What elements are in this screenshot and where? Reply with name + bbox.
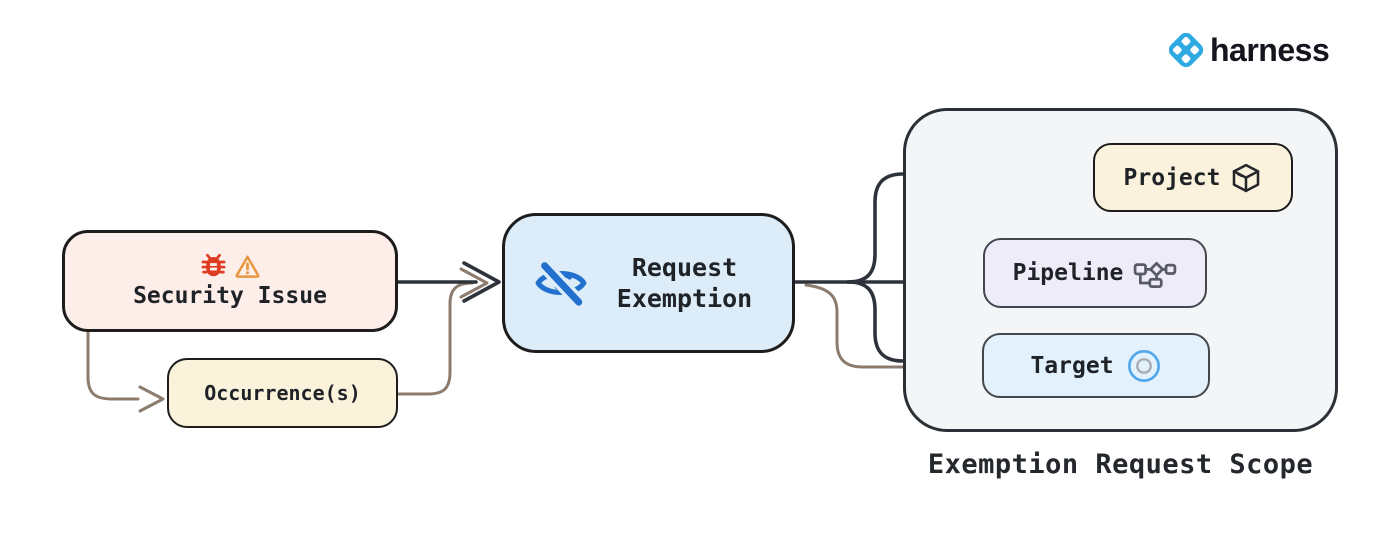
security-issue-label: Security Issue — [133, 283, 327, 309]
bug-icon — [200, 253, 227, 280]
harness-wordmark: harness — [1210, 31, 1330, 68]
eye-off-icon — [533, 255, 589, 311]
pipeline-label: Pipeline — [1012, 260, 1124, 286]
security-issue-icons — [200, 253, 261, 280]
workflow-icon — [1133, 258, 1177, 288]
node-project: Project — [1093, 143, 1293, 212]
project-label: Project — [1123, 164, 1221, 191]
target-icon — [1126, 348, 1162, 384]
harness-logo: harness — [1166, 30, 1330, 70]
node-pipeline: Pipeline — [983, 238, 1207, 308]
node-security-issue: Security Issue — [62, 230, 398, 332]
scope-label: Exemption Request Scope — [927, 449, 1314, 480]
edge-security-to-occurrences — [86, 331, 165, 413]
edge-security-to-request — [396, 261, 501, 303]
occurrences-label: Occurrence(s) — [204, 381, 361, 405]
warning-icon — [234, 253, 261, 280]
package-icon — [1230, 162, 1262, 194]
edge-occurrences-to-request — [396, 267, 489, 396]
node-occurrences: Occurrence(s) — [167, 358, 398, 428]
target-label: Target — [1030, 352, 1114, 379]
request-exemption-label: Request Exemption — [616, 252, 753, 313]
harness-diamond-icon — [1166, 30, 1206, 70]
node-request-exemption: Request Exemption — [502, 213, 795, 353]
node-target: Target — [982, 333, 1210, 398]
